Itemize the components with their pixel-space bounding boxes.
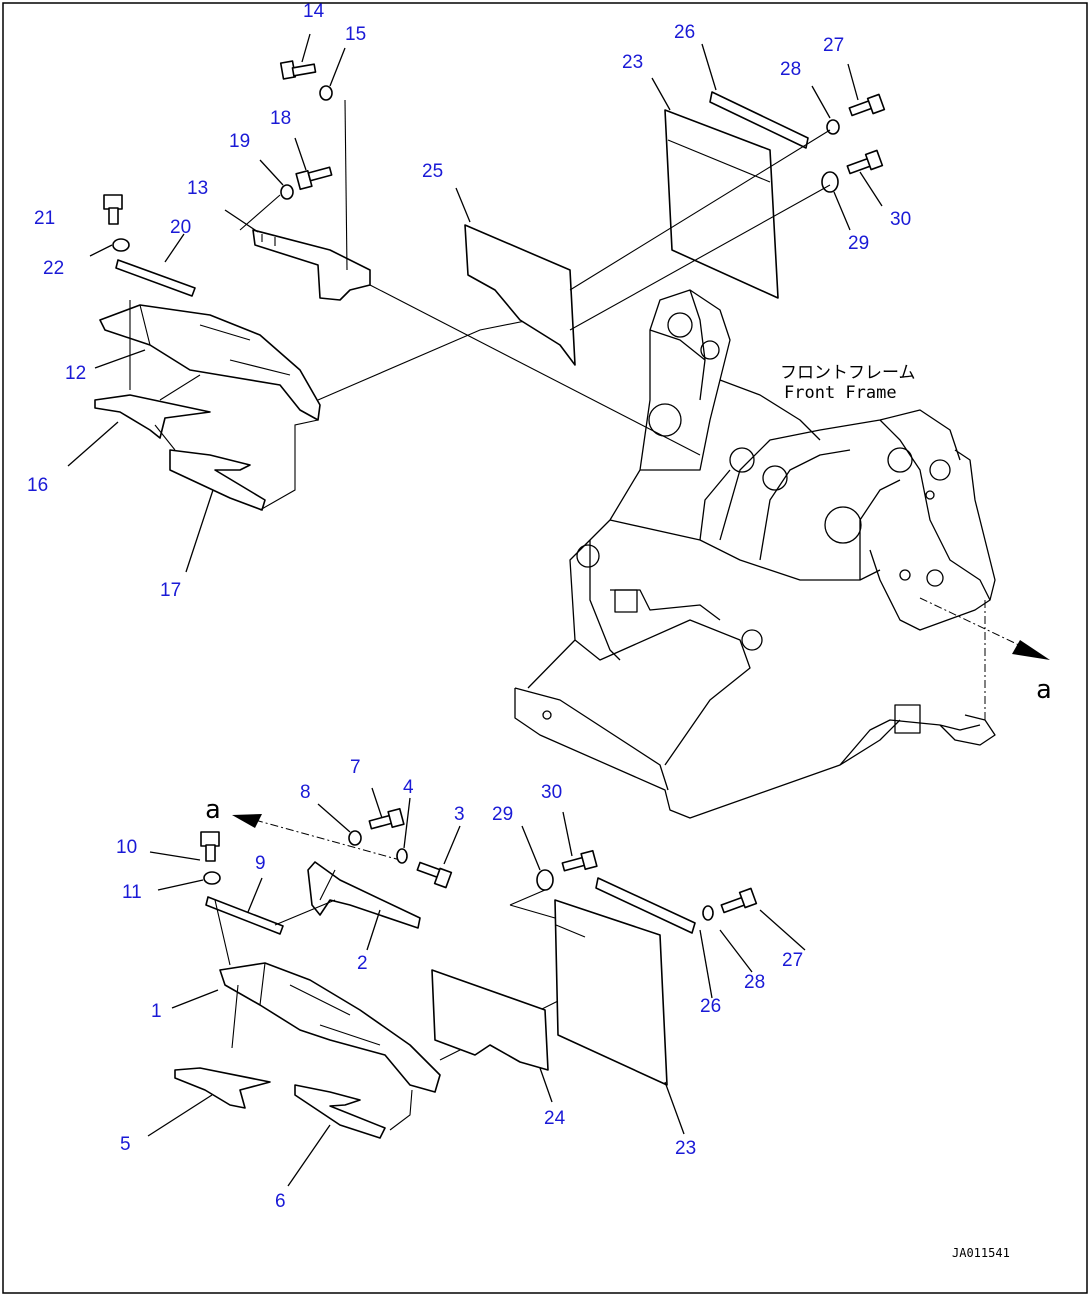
fender-12-icon bbox=[99, 304, 321, 421]
frame-label-en: Front Frame bbox=[784, 383, 897, 403]
front-frame-drawing bbox=[514, 289, 996, 819]
washer-28-bottom-icon bbox=[702, 905, 714, 921]
stay-17-icon bbox=[169, 449, 266, 511]
callout-27-top: 27 bbox=[823, 35, 844, 56]
callout-1: 1 bbox=[151, 1001, 162, 1022]
callout-28-top: 28 bbox=[780, 59, 801, 80]
callout-27-bottom: 27 bbox=[782, 950, 803, 971]
bolt-10-icon bbox=[200, 831, 220, 862]
callout-22: 22 bbox=[43, 258, 64, 279]
callout-13: 13 bbox=[187, 178, 208, 199]
washer-8-icon bbox=[348, 830, 362, 846]
callout-16: 16 bbox=[27, 475, 48, 496]
callout-30-bottom: 30 bbox=[541, 782, 562, 803]
plate-20-icon bbox=[115, 259, 196, 297]
callout-14: 14 bbox=[303, 1, 325, 22]
callout-4: 4 bbox=[403, 777, 414, 798]
callout-23-top: 23 bbox=[622, 52, 643, 73]
callout-29-bottom: 29 bbox=[492, 804, 513, 825]
callout-2: 2 bbox=[357, 953, 368, 974]
bolt-21-icon bbox=[103, 194, 123, 225]
nut-29-bottom-icon bbox=[536, 869, 554, 891]
view-a-line-left bbox=[254, 819, 401, 861]
view-a-arrow-left bbox=[232, 814, 262, 828]
washer-19-icon bbox=[280, 184, 294, 200]
callout-11: 11 bbox=[122, 882, 142, 903]
callout-7: 7 bbox=[350, 757, 361, 778]
bolt-3-icon bbox=[416, 861, 453, 889]
washer-22-icon bbox=[112, 238, 130, 252]
top-assembly bbox=[94, 60, 886, 511]
view-a-arrow-right bbox=[1012, 640, 1050, 660]
callout-28-bottom: 28 bbox=[744, 972, 765, 993]
callout-19: 19 bbox=[229, 131, 250, 152]
callouts: 14 15 18 19 13 21 20 22 12 16 17 25 26 2… bbox=[27, 1, 911, 1212]
callout-21: 21 bbox=[34, 208, 55, 229]
bolt-14-icon bbox=[279, 60, 317, 80]
callout-23-bottom: 23 bbox=[675, 1138, 696, 1159]
callout-30-top: 30 bbox=[890, 209, 911, 230]
washer-4-icon bbox=[396, 848, 408, 864]
stay-6-icon bbox=[294, 1084, 386, 1139]
bracket-13-icon bbox=[252, 229, 371, 301]
callout-18: 18 bbox=[270, 108, 291, 129]
leader-lines bbox=[67, 33, 883, 1187]
bolt-18-icon bbox=[295, 166, 333, 191]
callout-10: 10 bbox=[116, 837, 137, 858]
callout-26-bottom: 26 bbox=[700, 996, 721, 1017]
callout-3: 3 bbox=[454, 804, 465, 825]
stay-5-icon bbox=[174, 1067, 271, 1109]
bottom-assembly: a bbox=[174, 795, 758, 1139]
plate-9-icon bbox=[205, 896, 284, 935]
mudflap-23-top-icon bbox=[664, 109, 779, 299]
callout-6: 6 bbox=[275, 1191, 286, 1212]
callout-24: 24 bbox=[544, 1108, 566, 1129]
nut-29-top-icon bbox=[821, 171, 839, 193]
callout-8: 8 bbox=[300, 782, 311, 803]
drawing-id: JA011541 bbox=[952, 1246, 1010, 1260]
washer-15-icon bbox=[319, 85, 333, 101]
bolt-27-bottom-icon bbox=[720, 887, 758, 914]
frame-label-jp: フロントフレーム bbox=[780, 363, 916, 383]
bolt-7-icon bbox=[368, 807, 405, 830]
callout-15: 15 bbox=[345, 24, 366, 45]
callout-9: 9 bbox=[255, 853, 266, 874]
bolt-30-top-icon bbox=[846, 149, 884, 175]
callout-26-top: 26 bbox=[674, 22, 695, 43]
bolt-27-top-icon bbox=[848, 93, 886, 117]
plate-26-top-icon bbox=[709, 91, 809, 149]
callout-17: 17 bbox=[160, 580, 181, 601]
flap-25-icon bbox=[464, 224, 576, 366]
stay-16-icon bbox=[94, 394, 211, 439]
view-marker-right: a bbox=[1036, 675, 1052, 705]
callout-29-top: 29 bbox=[848, 233, 869, 254]
callout-12: 12 bbox=[65, 363, 86, 384]
view-a-line-right bbox=[919, 597, 1041, 656]
flap-24-icon bbox=[431, 969, 549, 1071]
callout-5: 5 bbox=[120, 1134, 131, 1155]
bracket-2-icon bbox=[307, 861, 421, 929]
mudflap-23-bottom-icon bbox=[554, 899, 668, 1086]
washer-28-top-icon bbox=[826, 119, 840, 135]
callout-25: 25 bbox=[422, 161, 443, 182]
fender-1-icon bbox=[219, 962, 441, 1093]
washer-11-icon bbox=[203, 871, 221, 885]
plate-26-bottom-icon bbox=[595, 877, 696, 934]
callout-20: 20 bbox=[170, 217, 191, 238]
bolt-30-bottom-icon bbox=[561, 849, 598, 872]
view-marker-left: a bbox=[205, 795, 221, 825]
